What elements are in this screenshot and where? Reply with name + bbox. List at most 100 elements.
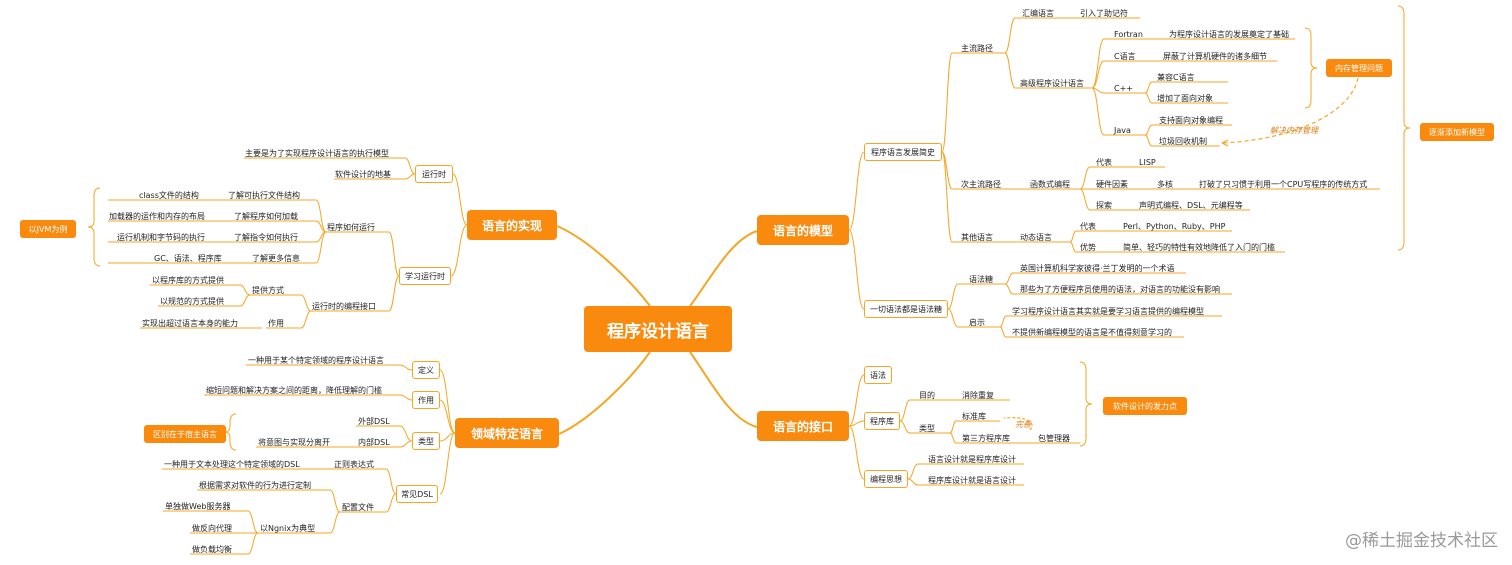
connector [247,532,259,555]
connector [947,308,959,328]
connector [941,151,953,243]
fp-explore-text: 声明式编程、DSL、元编程等 [1139,201,1243,210]
connector [1004,272,1014,285]
connector [404,157,416,175]
provide-item: 以程序库的方式提供 [152,276,224,285]
config-text: 根据需求对软件的行为进行定制 [199,481,311,490]
sugar-item: 那些为了方便程序员使用的语法，对语言的功能没有影响 [1020,285,1220,294]
connector [300,310,312,329]
node-multicore: 多核 [1157,180,1173,189]
how-run-goal: 了解可执行文件结构 [228,191,300,200]
topic-domain-specific-language[interactable]: 领域特定语言 [455,418,559,448]
node-config-file: 配置文件 [342,503,374,512]
nginx-item: 做反向代理 [192,524,232,533]
connector [399,425,413,442]
connector [388,231,400,277]
connector [439,432,456,495]
summary-design-leverage[interactable]: 软件设计的发力点 [1103,397,1187,415]
node-dsl-type[interactable]: 类型 [412,432,440,450]
cpp-item: 兼容C语言 [1157,73,1195,82]
how-run-detail: class文件的结构 [139,191,199,200]
connector [899,420,911,434]
node-common-dsl[interactable]: 常见DSL [396,485,438,503]
topic-language-implementation[interactable]: 语言的实现 [467,210,557,240]
node-language-history[interactable]: 程序语言发展简史 [864,143,942,161]
connector [1004,52,1016,89]
connector [87,187,101,267]
connector [385,493,397,513]
connector [1004,283,1014,295]
connector [399,364,413,371]
connector [1144,124,1153,136]
node-programming-thinking[interactable]: 编程思想 [864,470,908,488]
c-language-text: 屏蔽了计算机硬件的诸多细节 [1163,52,1267,61]
node-assembly: 汇编语言 [1022,9,1054,18]
node-runtime-api: 运行时的编程接口 [312,302,376,311]
connector [949,432,957,444]
node-dsl-role[interactable]: 作用 [412,391,440,409]
node-mainstream: 主流路径 [961,44,993,53]
how-run-goal: 了解程序如何加载 [234,212,298,221]
node-syntax[interactable]: 语法 [864,366,892,384]
dsl-role-text: 缩短问题和解决方案之间的距离，降低理解的门槛 [206,386,382,395]
connector [452,173,468,226]
connector [315,231,327,264]
runtime-item: 主要是为了实现程序设计语言的执行模型 [245,149,389,158]
connector [1079,188,1091,211]
node-dynamic-representative: 代表 [1080,222,1096,231]
connector [556,225,651,307]
node-nginx: 以Ngnix为典型 [260,524,316,533]
connector [404,173,416,180]
node-sugar-term: 语法糖 [969,275,993,284]
node-fp-explore: 探索 [1096,201,1112,210]
dynamic-representative-text: Perl、Python、Ruby、PHP [1123,222,1226,231]
node-runtime[interactable]: 运行时 [415,165,453,183]
connector [941,52,953,153]
node-secondary-path: 次主流路径 [961,180,1001,189]
how-run-detail: 运行机制和字节码的执行 [117,233,205,242]
node-fp-representative: 代表 [1096,158,1112,167]
node-dsl-definition[interactable]: 定义 [412,361,440,379]
connector [450,224,468,277]
node-library-kind: 类型 [919,424,935,433]
node-third-party-library: 第三方程序库 [962,434,1010,443]
connector [315,199,327,233]
connector [399,440,413,448]
connector [385,468,397,495]
summary-memory-management[interactable]: 内存管理问题 [1326,59,1392,77]
connector [848,420,865,427]
runtime-item: 软件设计的地基 [335,170,391,179]
connector [999,315,1007,328]
topic-language-interface[interactable]: 语言的接口 [757,411,849,441]
thinking-item: 语言设计就是程序库设计 [928,455,1016,464]
summary-new-models[interactable]: 逐渐添加新模型 [1420,123,1494,141]
insight-item: 学习程序设计语言其实就是要学习语言提供的编程模型 [1012,307,1204,316]
node-dynamic-advantage: 优势 [1080,243,1096,252]
node-standard-library: 标准库 [962,412,986,421]
summary-jvm-example[interactable]: 以JVM为例 [20,220,76,238]
connector [848,374,865,427]
internal-dsl-text: 将意图与实现分离开 [258,438,330,447]
complement-label: 完善 [1015,420,1031,429]
topic-language-model[interactable]: 语言的模型 [757,215,849,245]
node-hardware-factor: 硬件因素 [1096,180,1128,189]
thinking-item: 程序库设计就是语言设计 [928,476,1016,485]
summary-host-language[interactable]: 区别在于宿主语言 [144,425,226,443]
connector [1144,134,1153,147]
connector [999,326,1007,338]
node-provide-way: 提供方式 [252,286,284,295]
node-syntax-sugar[interactable]: 一切语法都是语法糖 [864,300,948,318]
connector [558,351,651,435]
connector [399,394,413,401]
node-library[interactable]: 程序库 [864,412,900,430]
node-learn-runtime[interactable]: 学习运行时 [399,267,451,285]
fp-representative-text: LISP [1139,158,1156,167]
assembly-text: 引入了助记符 [1080,9,1128,18]
node-package-manager: 包管理器 [1038,434,1070,443]
connector [1091,60,1105,89]
root-topic[interactable]: 程序设计语言 [584,306,732,352]
node-dynamic-language: 动态语言 [1020,233,1052,242]
java-item: 垃圾回收机制 [1159,137,1207,146]
